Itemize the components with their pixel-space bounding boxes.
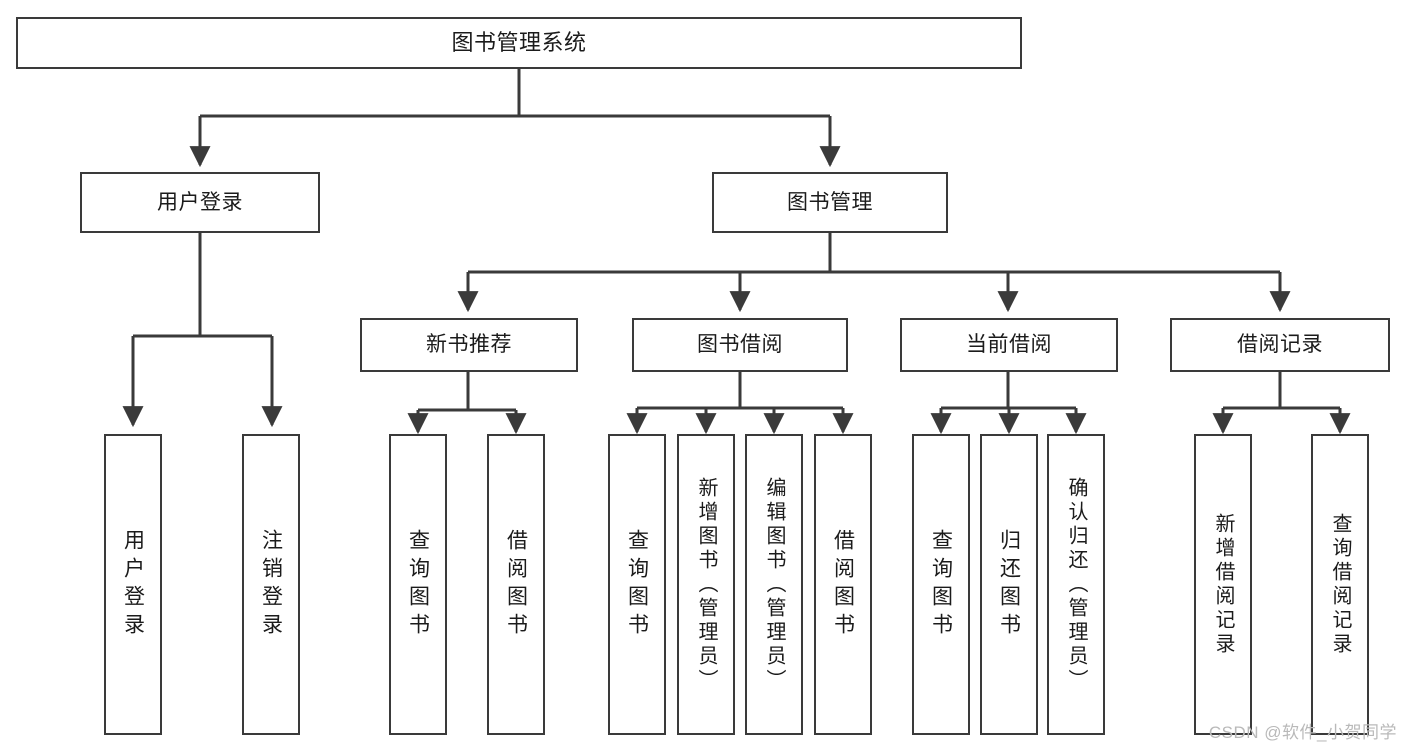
node-label: 查询借阅记录	[1329, 512, 1351, 657]
node-book-management[interactable]: 图书管理	[712, 172, 948, 233]
node-label: 新增借阅记录	[1212, 512, 1234, 657]
leaf-borrow-record-add-record[interactable]: 新增借阅记录	[1194, 434, 1252, 735]
node-book-borrowing[interactable]: 图书借阅	[632, 318, 848, 372]
node-label: 图书管理	[787, 190, 873, 214]
node-label: 查询图书	[625, 528, 649, 641]
node-label: 注销登录	[259, 528, 283, 641]
leaf-current-borrow-confirm-return-admin[interactable]: 确认归还（管理员）	[1047, 434, 1105, 735]
node-label: 查询图书	[406, 528, 430, 641]
leaf-current-borrow-return-books[interactable]: 归还图书	[980, 434, 1038, 735]
node-label: 查询图书	[929, 528, 953, 641]
leaf-new-book-query-books[interactable]: 查询图书	[389, 434, 447, 735]
node-user-login[interactable]: 用户登录	[80, 172, 320, 233]
node-borrowing-record[interactable]: 借阅记录	[1170, 318, 1390, 372]
node-current-borrowing[interactable]: 当前借阅	[900, 318, 1118, 372]
node-label: 借阅图书	[831, 528, 855, 641]
leaf-new-book-borrow-books[interactable]: 借阅图书	[487, 434, 545, 735]
node-label: 当前借阅	[966, 333, 1052, 357]
watermark-text: CSDN @软件_小贺同学	[1208, 723, 1397, 742]
node-label: 用户登录	[121, 528, 145, 641]
leaf-book-borrow-edit-book-admin[interactable]: 编辑图书（管理员）	[745, 434, 803, 735]
node-label: 借阅记录	[1237, 333, 1323, 357]
node-label: 新书推荐	[426, 333, 512, 357]
node-label: 归还图书	[997, 528, 1021, 641]
node-label: 图书管理系统	[451, 29, 587, 55]
node-label: 编辑图书（管理员）	[763, 476, 785, 693]
leaf-book-borrow-add-book-admin[interactable]: 新增图书（管理员）	[677, 434, 735, 735]
node-label: 用户登录	[157, 190, 243, 214]
node-label: 借阅图书	[504, 528, 528, 641]
leaf-user-login-logout[interactable]: 注销登录	[242, 434, 300, 735]
leaf-current-borrow-query-books[interactable]: 查询图书	[912, 434, 970, 735]
node-root-book-management-system[interactable]: 图书管理系统	[16, 17, 1022, 69]
leaf-user-login-login[interactable]: 用户登录	[104, 434, 162, 735]
node-label: 图书借阅	[697, 333, 783, 357]
leaf-book-borrow-borrow-books[interactable]: 借阅图书	[814, 434, 872, 735]
leaf-book-borrow-query-books[interactable]: 查询图书	[608, 434, 666, 735]
node-label: 确认归还（管理员）	[1065, 476, 1087, 693]
leaf-borrow-record-query-record[interactable]: 查询借阅记录	[1311, 434, 1369, 735]
node-new-book-recommendation[interactable]: 新书推荐	[360, 318, 578, 372]
node-label: 新增图书（管理员）	[695, 476, 717, 693]
